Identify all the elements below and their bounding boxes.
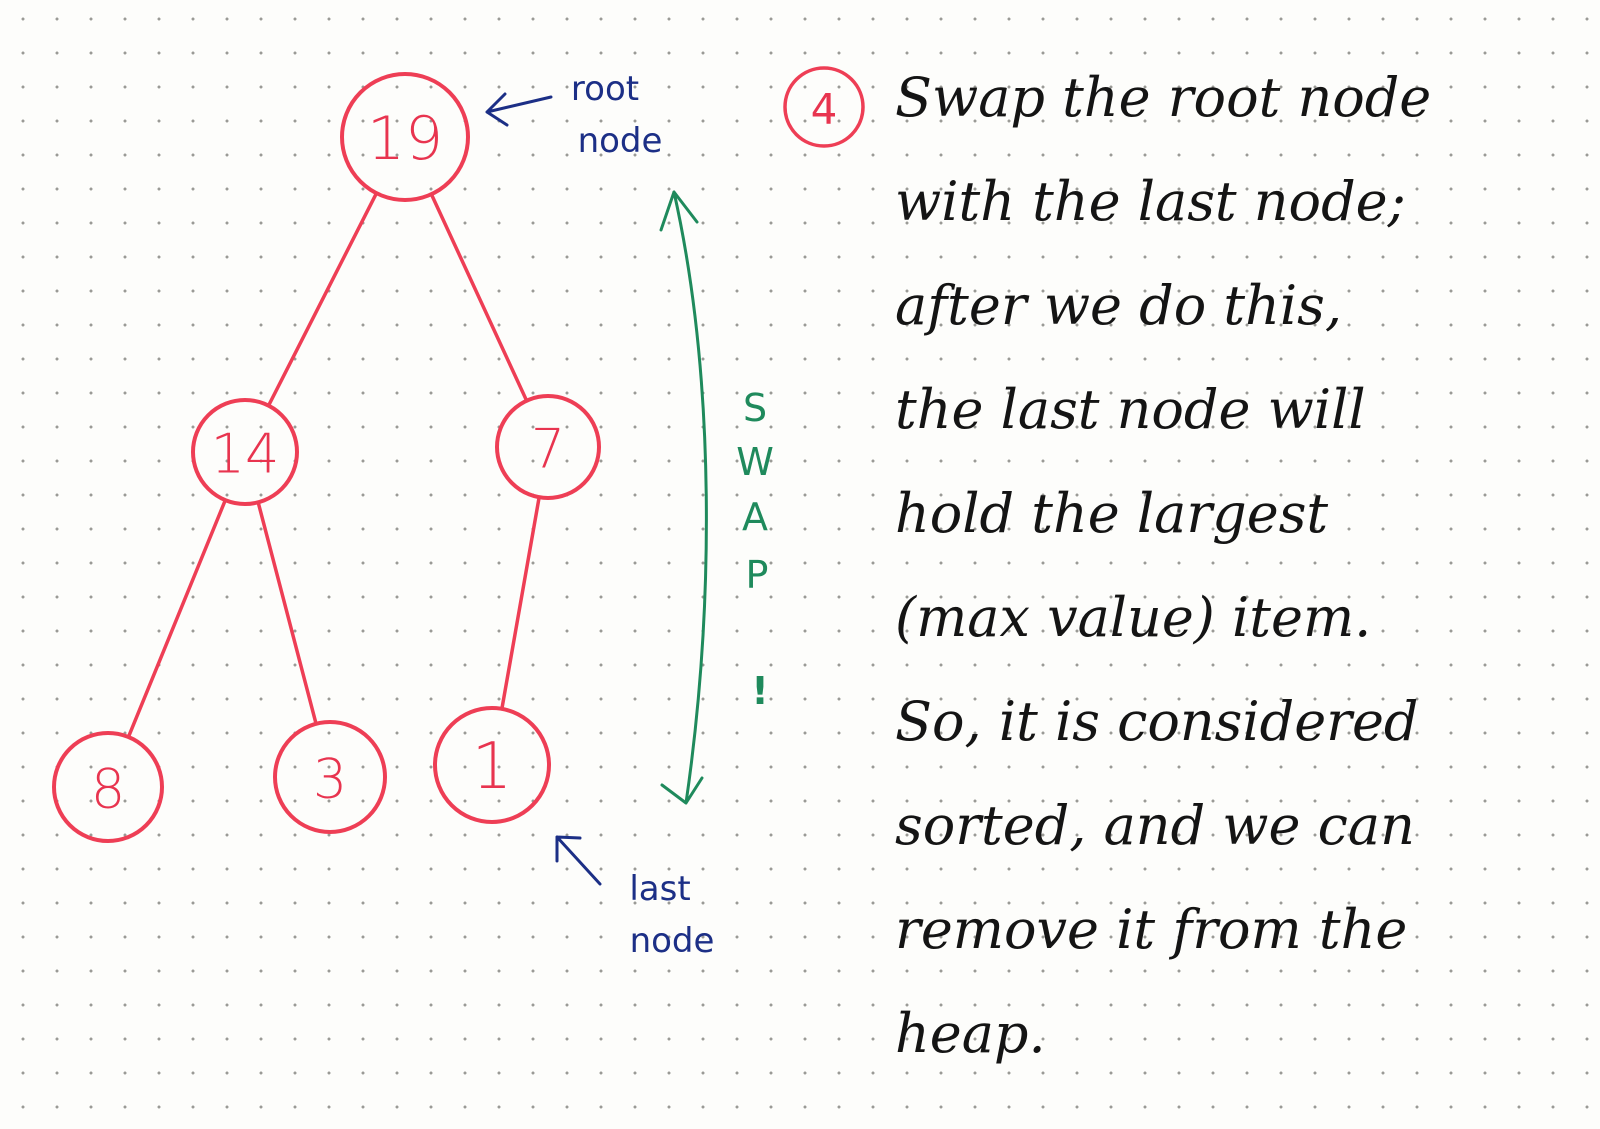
heap-node-value: 14 bbox=[211, 423, 280, 486]
heap-node-value: 1 bbox=[472, 730, 513, 804]
heap-node-circle bbox=[340, 72, 470, 202]
last-pointer-arrow-icon bbox=[555, 835, 602, 886]
swap-exclamation: ! bbox=[751, 669, 768, 713]
swap-letter-a: A bbox=[742, 495, 768, 539]
heap-node-circle bbox=[495, 394, 601, 500]
tree-edges bbox=[126, 191, 541, 739]
step-text-line: sorted, and we can bbox=[895, 794, 1415, 857]
root-pointer-arrow-icon bbox=[485, 92, 553, 127]
swap-letter-w: W bbox=[736, 440, 774, 484]
swap-letter-s: S bbox=[743, 386, 767, 430]
step-number-circle bbox=[783, 66, 865, 148]
step-text-line: (max value) item. bbox=[895, 586, 1372, 649]
step-text-line: with the last node; bbox=[895, 170, 1406, 233]
heap-node-value: 3 bbox=[313, 748, 347, 811]
heap-node-14: 14 bbox=[191, 398, 299, 506]
tree-edge-7-1 bbox=[500, 495, 541, 711]
step-text-line: Swap the root node bbox=[895, 66, 1432, 129]
swap-annotation: S W A P ! bbox=[659, 190, 774, 805]
swap-letter-p: P bbox=[746, 553, 769, 597]
tree-edge-14-8 bbox=[126, 498, 228, 739]
last-label-line-2: node bbox=[630, 921, 715, 961]
heap-node-circle bbox=[52, 731, 164, 843]
root-label-line-2: node bbox=[578, 121, 663, 161]
tree-edge-19-14 bbox=[266, 191, 379, 408]
heap-node-8: 8 bbox=[52, 731, 164, 843]
swap-double-arrow-icon bbox=[659, 190, 708, 805]
last-node-annotation: last node bbox=[555, 835, 715, 961]
heap-node-circle bbox=[191, 398, 299, 506]
step-text-line: after we do this, bbox=[895, 274, 1343, 337]
heap-node-7: 7 bbox=[495, 394, 601, 500]
step-text-line: hold the largest bbox=[895, 482, 1329, 545]
last-label-line-1: last bbox=[629, 869, 690, 909]
heap-node-value: 19 bbox=[367, 104, 443, 174]
heap-node-circle bbox=[433, 706, 551, 824]
step-text-line: heap. bbox=[895, 1002, 1046, 1065]
tree-nodes: 19 14 7 8 3 1 bbox=[52, 72, 601, 843]
tree-edge-14-3 bbox=[256, 500, 318, 726]
root-label-line-1: root bbox=[571, 69, 639, 109]
step-text-line: So, it is considered bbox=[895, 690, 1419, 753]
tree-edge-19-7 bbox=[429, 192, 529, 403]
heap-node-1: 1 bbox=[433, 706, 551, 824]
step-badge: 4 bbox=[783, 66, 865, 148]
heap-node-value: 7 bbox=[531, 418, 565, 481]
root-node-annotation: root node bbox=[485, 69, 663, 161]
heap-node-value: 8 bbox=[91, 758, 125, 821]
step-text-line: remove it from the bbox=[895, 898, 1408, 961]
heap-node-circle bbox=[273, 720, 387, 834]
step-description: Swap the root node with the last node; aft… bbox=[895, 46, 1585, 1086]
heap-node-19: 19 bbox=[340, 72, 470, 202]
heap-node-3: 3 bbox=[273, 720, 387, 834]
step-text-line: the last node will bbox=[895, 378, 1366, 441]
step-number: 4 bbox=[811, 85, 838, 134]
